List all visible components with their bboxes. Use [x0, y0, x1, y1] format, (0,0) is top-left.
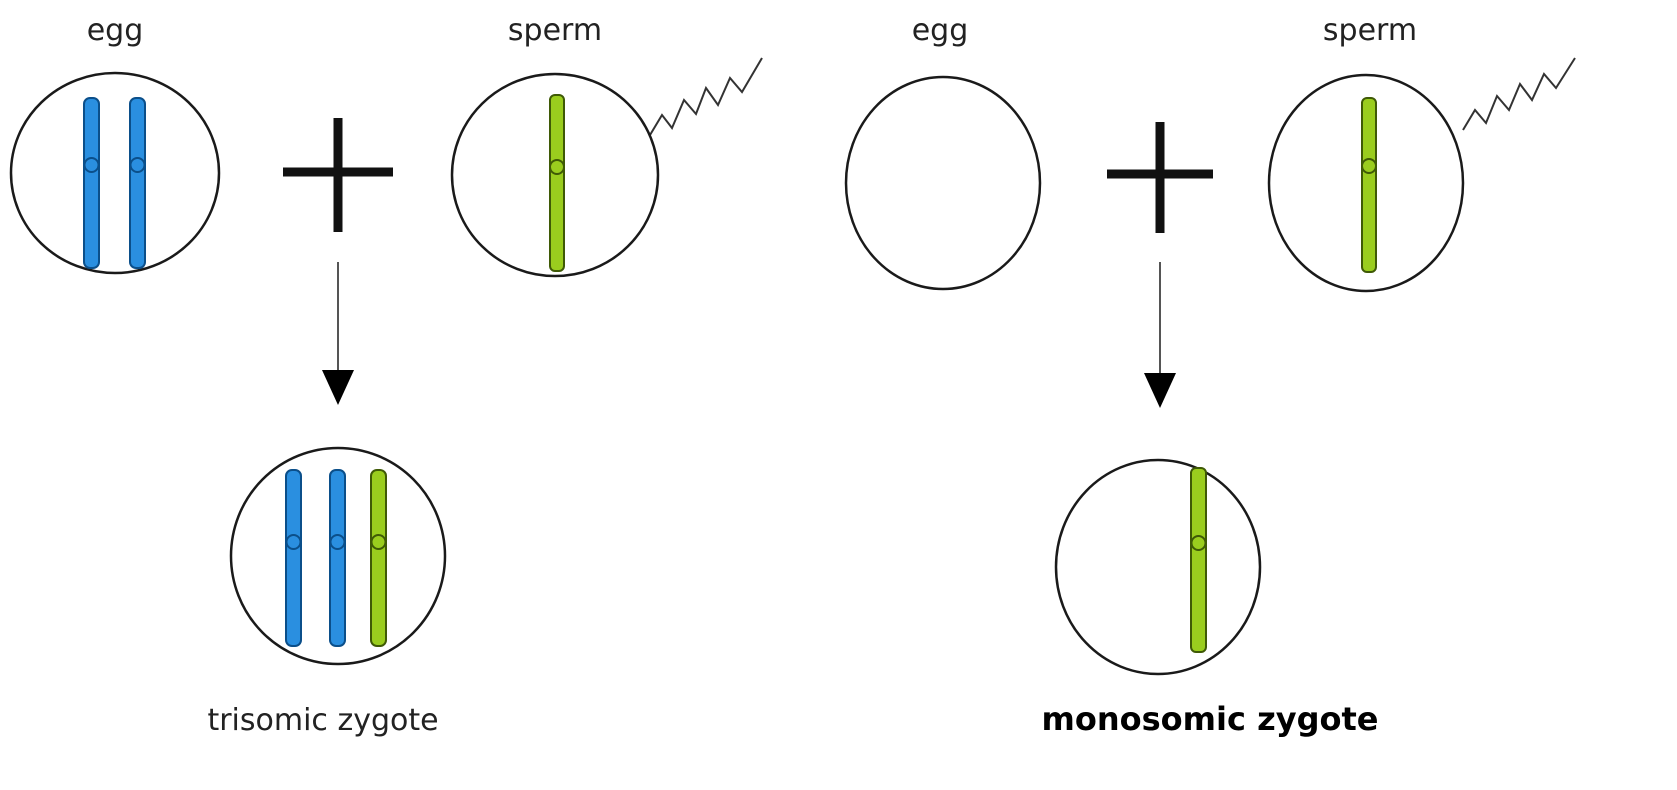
- maternal-chromosome: [130, 98, 145, 268]
- zygote-membrane: [1056, 460, 1260, 674]
- plus-icon: [283, 118, 393, 232]
- sperm-tail: [1463, 58, 1575, 130]
- egg-membrane: [846, 77, 1040, 289]
- down-arrow-icon: [322, 262, 354, 405]
- trisomic-zygote-label: trisomic zygote: [207, 703, 438, 738]
- left-egg-label: egg: [87, 13, 144, 48]
- right-egg-label: egg: [912, 13, 969, 48]
- monosomic-zygote-label: monosomic zygote: [1042, 700, 1379, 738]
- egg-membrane: [11, 73, 219, 273]
- right-sperm-label: sperm: [1323, 13, 1417, 48]
- monosomic-zygote: [1056, 460, 1260, 674]
- right-sperm-cell: [1269, 58, 1575, 291]
- paternal-chromosome: [1191, 468, 1206, 652]
- maternal-chromosome: [330, 470, 345, 646]
- paternal-chromosome: [1362, 98, 1376, 272]
- paternal-chromosome: [371, 470, 386, 646]
- paternal-chromosome: [550, 95, 564, 271]
- down-arrow-icon: [1144, 262, 1176, 408]
- left-panel: egg sperm: [11, 13, 762, 738]
- maternal-chromosome: [286, 470, 301, 646]
- sperm-tail: [650, 58, 762, 135]
- left-sperm-label: sperm: [508, 13, 602, 48]
- left-egg-cell: [11, 73, 219, 273]
- maternal-chromosome: [84, 98, 99, 268]
- plus-icon: [1107, 122, 1213, 233]
- trisomic-zygote: [231, 448, 445, 664]
- left-sperm-cell: [452, 58, 762, 276]
- right-panel: egg sperm: [846, 13, 1575, 738]
- right-egg-cell: [846, 77, 1040, 289]
